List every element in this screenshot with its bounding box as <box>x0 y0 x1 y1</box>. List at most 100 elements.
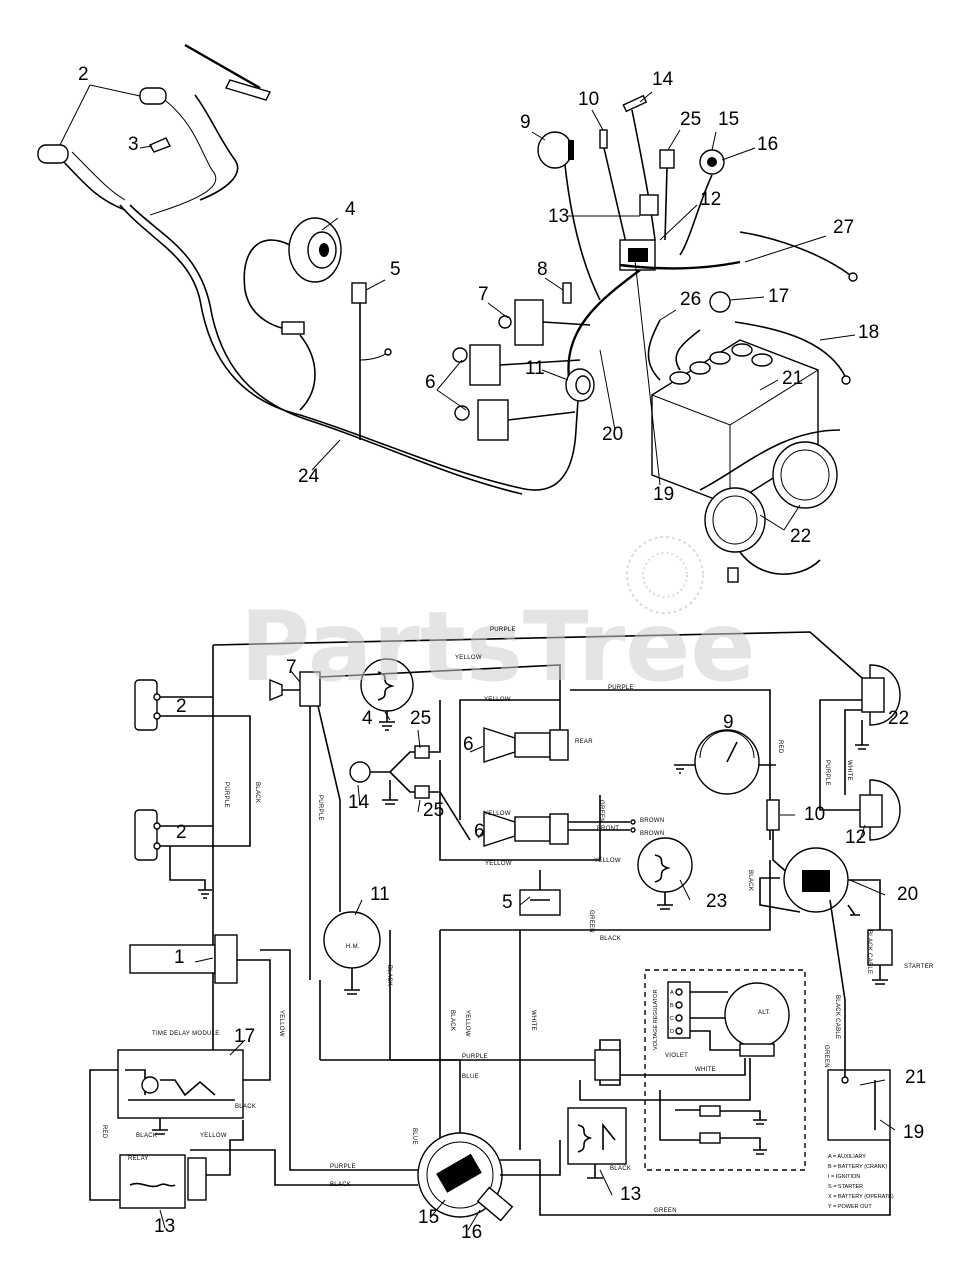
wire-color-label: GREEN <box>598 800 604 823</box>
wire-color-label: BLACK CABLE <box>866 930 872 974</box>
part-number-label: 20 <box>897 884 918 905</box>
legend-line: Y = POWER OUT <box>828 1204 872 1210</box>
wire-color-label: YELLOW <box>484 811 511 817</box>
part-number-label: 2 <box>176 822 187 843</box>
part-number-label: 6 <box>474 821 485 842</box>
wire-color-label: YELLOW <box>464 1010 470 1037</box>
wire-color-label: FRONT <box>597 826 619 832</box>
vr-terminal-letters: A B C D <box>670 990 674 1035</box>
wire-color-label: GREEN <box>654 1208 677 1214</box>
wire-color-label: BLACK <box>254 782 260 803</box>
part-number-label: 10 <box>804 804 825 825</box>
wire-color-label: BLACK CABLE <box>834 995 840 1039</box>
wire-color-label: STARTER <box>904 964 934 970</box>
wire-color-label: YELLOW <box>200 1133 227 1139</box>
part-number-label: 14 <box>652 69 674 90</box>
part-number-label: 18 <box>858 322 879 343</box>
part-number-label: 4 <box>345 199 356 220</box>
part-number-label: 25 <box>423 800 444 821</box>
legend-line: X = BATTERY (OPERATE) <box>828 1194 894 1200</box>
wire-color-label: YELLOW <box>485 861 512 867</box>
wire-color-label: TIME DELAY MODULE <box>152 1031 220 1037</box>
part-number-label: 19 <box>653 484 674 505</box>
terminal-letter: C <box>670 1016 674 1022</box>
wire-color-label: PURPLE <box>462 1054 488 1060</box>
part-number-label: 25 <box>680 109 701 130</box>
wire-color-label: PURPLE <box>490 627 516 633</box>
part-number-label: 6 <box>463 734 474 755</box>
part-number-label: 17 <box>768 286 789 307</box>
part-number-label: 19 <box>903 1122 924 1143</box>
legend-line: S = STARTER <box>828 1184 863 1190</box>
part-number-label: 7 <box>478 284 489 305</box>
wire-color-label: PURPLE <box>824 760 830 786</box>
wire-color-label: BLACK <box>610 1166 631 1172</box>
exploded-harness-view <box>37 43 858 614</box>
wire-color-label: YELLOW <box>484 697 511 703</box>
part-number-label: 15 <box>718 109 739 130</box>
legend-line: I = IGNITION <box>828 1174 860 1180</box>
part-number-label: 13 <box>620 1184 641 1205</box>
wire-color-label: BLUE <box>462 1074 479 1080</box>
wire-color-label: PURPLE <box>223 782 229 808</box>
part-number-label: 17 <box>234 1026 255 1047</box>
wire-color-label: VIOLET <box>665 1053 688 1059</box>
wire-color-label: RELAY <box>128 1156 149 1162</box>
wire-color-labels: PURPLEYELLOWYELLOWPURPLEREARYELLOWFRONTB… <box>128 627 934 1214</box>
wire-color-label: YELLOW <box>455 655 482 661</box>
terminal-letter: D <box>670 1029 674 1035</box>
wire-color-label: H.M. <box>346 944 360 950</box>
parts-tree-watermark: PartsTree <box>240 591 755 703</box>
wire-color-label: PURPLE <box>317 795 323 821</box>
voltage-regulator-label: VOLTAGE REGULATOR <box>653 990 659 1050</box>
part-number-label: 22 <box>790 526 811 547</box>
wire-color-label: BLACK <box>747 870 753 891</box>
part-number-label: 23 <box>706 891 727 912</box>
wire-color-label: GREEN <box>823 1045 829 1068</box>
electrical-schematic <box>89 631 901 1231</box>
wire-color-label: WHITE <box>846 760 852 781</box>
part-number-label: 13 <box>548 206 569 227</box>
part-number-label: 9 <box>723 712 734 733</box>
part-number-label: 22 <box>888 708 909 729</box>
part-number-label: 24 <box>298 466 320 487</box>
terminal-letter: A <box>670 990 674 996</box>
part-number-label: 7 <box>286 657 297 678</box>
wire-color-label: PURPLE <box>608 685 634 691</box>
wire-color-label: BLACK <box>449 1010 455 1031</box>
part-number-label: 2 <box>78 64 89 85</box>
faint-gear-watermark <box>626 536 704 614</box>
part-number-label: 14 <box>348 792 370 813</box>
part-number-label: 8 <box>537 259 548 280</box>
part-number-label: 9 <box>520 112 531 133</box>
part-number-label: 25 <box>410 708 431 729</box>
exploded-leader-lines <box>59 84 856 531</box>
wire-color-label: WHITE <box>695 1067 716 1073</box>
part-number-label: 5 <box>502 892 513 913</box>
wire-color-label: BLACK <box>386 965 392 986</box>
wire-color-label: BLACK <box>330 1182 351 1188</box>
part-number-label: 27 <box>833 217 854 238</box>
wire-color-label: BROWN <box>640 818 665 824</box>
part-number-label: 16 <box>461 1222 482 1243</box>
part-number-label: 26 <box>680 289 701 310</box>
part-number-label: 20 <box>602 424 623 445</box>
wire-color-label: BROWN <box>640 831 665 837</box>
wire-color-label: RED <box>101 1125 107 1139</box>
vertical-wire-color-labels: PURPLE BLACK PURPLE GREEN RED PURPLE WHITE BLAC… <box>101 740 872 1145</box>
wire-color-label: BLACK <box>600 936 621 942</box>
part-number-label: 12 <box>845 827 866 848</box>
part-number-label: 11 <box>370 884 390 905</box>
wire-color-label: RED <box>777 740 783 754</box>
legend-line: B = BATTERY (CRANK) <box>828 1164 887 1170</box>
wire-color-label: PURPLE <box>330 1164 356 1170</box>
wire-color-label: BLUE <box>411 1128 417 1145</box>
terminal-legend: A = AUXILIARY B = BATTERY (CRANK) I = IG… <box>828 1154 894 1210</box>
terminal-letter: B <box>670 1003 674 1009</box>
wire-color-label: WHITE <box>530 1010 536 1031</box>
wire-color-label: YELLOW <box>594 858 621 864</box>
wire-color-label: GREEN <box>588 910 594 933</box>
